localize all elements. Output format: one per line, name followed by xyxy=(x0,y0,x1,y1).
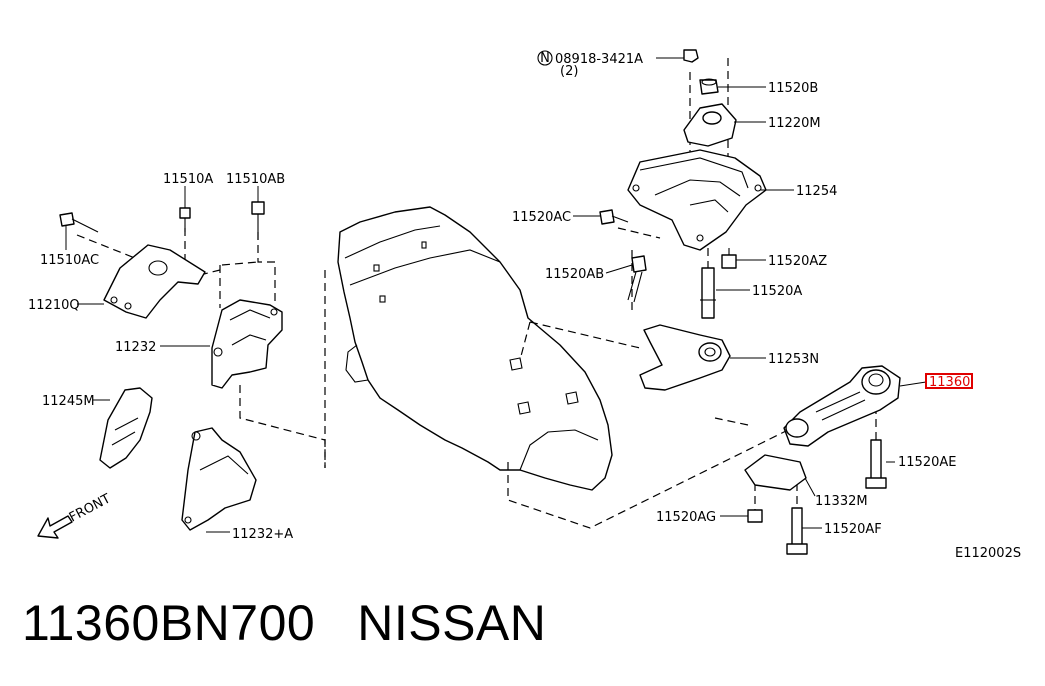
part-11254-bracket xyxy=(627,149,767,251)
label-front: FRONT xyxy=(67,491,113,525)
part-11510AB-bolt xyxy=(251,201,265,240)
part-11520AF-bolt xyxy=(786,507,808,555)
part-11245M-bracket xyxy=(99,387,153,469)
brand-name: NISSAN xyxy=(357,595,547,651)
label-11520AF: 11520AF xyxy=(824,522,882,537)
label-11245M: 11245M xyxy=(42,394,95,409)
engine-block xyxy=(337,206,613,491)
part-11253N-bracket xyxy=(639,324,731,391)
part-11510AC-bolt xyxy=(59,212,99,233)
part-11520AB-bolt xyxy=(627,255,647,303)
label-11210Q: 11210Q xyxy=(28,298,80,313)
part-11520B-nut xyxy=(699,78,719,95)
label-11520B: 11520B xyxy=(768,81,818,96)
part-11510A-bolt xyxy=(179,207,191,232)
part-11232A-bracket xyxy=(181,427,257,531)
nut-symbol-icon xyxy=(537,50,553,66)
leader-lines xyxy=(65,57,927,533)
nut-symbol: N xyxy=(540,51,550,66)
label-11232A: 11232+A xyxy=(232,527,293,542)
part-11360-torque-rod xyxy=(783,365,901,447)
part-11520AC-bolt xyxy=(599,209,629,225)
label-08918-3421A: 08918-3421A xyxy=(555,52,643,67)
label-11254: 11254 xyxy=(796,184,837,199)
label-11232: 11232 xyxy=(115,340,156,355)
highlight-box-11360 xyxy=(925,373,973,389)
part-11220M-insulator xyxy=(683,103,737,147)
label-11360: 11360 xyxy=(929,375,970,390)
engine-mount-diagram: N 08918-3421A (2) 11520B 11220M 11254 11… xyxy=(28,49,1021,561)
front-arrow-icon xyxy=(37,515,73,539)
part-11210Q-mount xyxy=(103,244,206,319)
part-labels: N 08918-3421A (2) 11520B 11220M 11254 11… xyxy=(28,50,1021,561)
part-11520A-stud xyxy=(700,267,716,319)
label-11332M: 11332M xyxy=(815,494,868,509)
label-11520AG: 11520AG xyxy=(656,510,716,525)
label-11520AB: 11520AB xyxy=(545,267,604,282)
part-11232-bracket xyxy=(211,299,283,389)
caption: 11360BN700 NISSAN xyxy=(22,594,546,652)
label-11520AZ: 11520AZ xyxy=(768,254,827,269)
label-11220M: 11220M xyxy=(768,116,821,131)
label-11510A: 11510A xyxy=(163,172,213,187)
label-11520AC: 11520AC xyxy=(512,210,571,225)
label-11510AC: 11510AC xyxy=(40,253,99,268)
part-11520AG-bolt xyxy=(747,509,763,523)
part-number: 11360BN700 xyxy=(22,595,316,651)
part-08918-nut xyxy=(683,49,699,63)
part-11520AE-bolt xyxy=(865,439,887,489)
label-11510AB: 11510AB xyxy=(226,172,285,187)
label-11520AE: 11520AE xyxy=(898,455,956,470)
label-11253N: 11253N xyxy=(768,352,819,367)
label-11520A: 11520A xyxy=(752,284,802,299)
label-reference-code: E112002S xyxy=(955,546,1021,561)
label-08918-qty: (2) xyxy=(560,64,578,79)
part-11520AZ-bolt xyxy=(721,248,737,269)
part-11332M-bracket xyxy=(744,454,807,491)
